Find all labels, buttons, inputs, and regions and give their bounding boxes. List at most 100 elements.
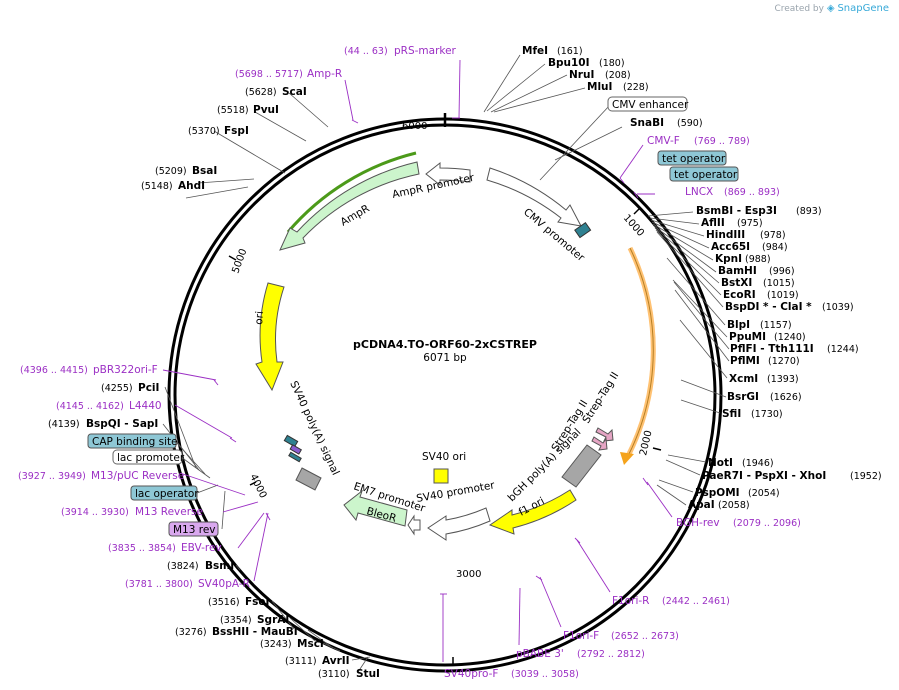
enzyme-bstxi[interactable]: BstXI(1015) bbox=[721, 277, 795, 289]
enzyme-blpi[interactable]: BlpI(1157) bbox=[727, 319, 792, 331]
enzyme-pos: (5148) bbox=[141, 181, 173, 192]
enzyme-pvui[interactable]: (5518)PvuI bbox=[217, 104, 279, 116]
feature-sv40-polya[interactable]: SV40 poly(A) signal bbox=[287, 379, 341, 491]
enzyme-fsei[interactable]: (3516)FseI bbox=[208, 596, 269, 608]
enzyme-avrii[interactable]: (3111)AvrII bbox=[285, 655, 350, 667]
enzyme-hindiii[interactable]: HindIII(978) bbox=[706, 229, 786, 241]
feature-ori[interactable]: ori bbox=[253, 282, 285, 392]
enzyme-scai[interactable]: (5628)ScaI bbox=[245, 86, 307, 98]
box bbox=[168, 521, 219, 537]
feature-cmv-promoter[interactable]: CMV promoter bbox=[486, 167, 587, 264]
enzyme-fspi[interactable]: (5370)FspI bbox=[188, 125, 249, 137]
tick-3000: 3000 bbox=[452, 569, 481, 665]
enzyme-stui[interactable]: (3110)StuI bbox=[318, 668, 380, 680]
primer-pbr322ori-f[interactable]: (4396 .. 4415)pBR322ori-F bbox=[20, 364, 158, 376]
enzyme-pflfi-tth111i[interactable]: PflFI - Tth111I(1244) bbox=[730, 343, 859, 355]
enzyme-bspdi-clai[interactable]: BspDI * - ClaI *(1039) bbox=[725, 301, 854, 313]
primer-name: M13/pUC Reverse bbox=[91, 470, 184, 482]
enzyme-mlui[interactable]: MluI(228) bbox=[587, 81, 649, 93]
enzyme-ppumi[interactable]: PpuMI(1240) bbox=[729, 331, 806, 343]
enzyme-name: PciI bbox=[138, 382, 159, 394]
box bbox=[130, 485, 198, 501]
primer-range: (2442 .. 2461) bbox=[662, 596, 730, 607]
enzyme-name: SnaBI bbox=[630, 117, 664, 129]
enzyme-pos: (3243) bbox=[260, 639, 292, 650]
feature-bgh-polya[interactable]: bGH poly(A) signal bbox=[506, 426, 602, 504]
enzyme-name: AhdI bbox=[178, 180, 205, 192]
enzyme-apai[interactable]: ApaI(2058) bbox=[688, 499, 750, 511]
enzyme-noti[interactable]: NotI(1946) bbox=[708, 457, 774, 469]
enzyme-pflmi[interactable]: PflMI(1270) bbox=[730, 355, 800, 367]
enzyme-mfei[interactable]: MfeI(161) bbox=[522, 45, 583, 57]
enzyme-sfii[interactable]: SfiI(1730) bbox=[722, 408, 783, 420]
feature-sv40-promoter[interactable]: SV40 promoter bbox=[415, 479, 496, 541]
sv40-small-block-c bbox=[288, 451, 302, 463]
primer-range: (3039 .. 3058) bbox=[511, 669, 579, 680]
enzyme-snabi[interactable]: SnaBI(590) bbox=[630, 117, 703, 129]
primer-ebv-rev[interactable]: (3835 .. 3854)EBV-rev bbox=[108, 542, 222, 554]
feature-strep-tag-2[interactable]: Strep-Tag II bbox=[580, 370, 621, 451]
primer-sv40pro-f[interactable]: SV40pro-F(3039 .. 3058) bbox=[444, 668, 579, 680]
enzyme-bsmi[interactable]: (3824)BsmI bbox=[167, 560, 234, 572]
feature-f1-ori[interactable]: f1 ori bbox=[488, 489, 577, 535]
primer-m13-reverse[interactable]: (3914 .. 3930)M13 Reverse bbox=[61, 506, 203, 518]
enzyme-bsshii-maubi[interactable]: (3276)BssHII - MauBI bbox=[175, 626, 298, 638]
feature-box-tet-operator-1[interactable]: tet operator bbox=[657, 150, 727, 166]
enzyme-xcmi[interactable]: XcmI(1393) bbox=[729, 373, 799, 385]
enzyme-bsrgi[interactable]: BsrGI(1626) bbox=[727, 391, 802, 403]
box bbox=[669, 166, 739, 182]
enzyme-pos: (1039) bbox=[822, 302, 854, 313]
enzyme-msci[interactable]: (3243)MscI bbox=[260, 638, 324, 650]
enzyme-sgrai[interactable]: (3354)SgrAI bbox=[220, 614, 289, 626]
primer-cmv-f[interactable]: CMV-F(769 .. 789) bbox=[647, 135, 750, 147]
plasmid-size: 6071 bp bbox=[423, 352, 467, 364]
enzyme-bsai[interactable]: (5209)BsaI bbox=[155, 165, 217, 177]
feature-box-cap-binding-site[interactable]: CAP binding site bbox=[87, 433, 178, 449]
enzyme-acc65i[interactable]: Acc65I(984) bbox=[711, 241, 788, 253]
feature-box-lac-operator[interactable]: lac operator bbox=[130, 485, 199, 501]
enzyme-pos: (3110) bbox=[318, 669, 350, 680]
tick-line bbox=[652, 447, 662, 451]
primer-bgh-rev[interactable]: BGH-rev(2079 .. 2096) bbox=[676, 517, 801, 529]
enzyme-ahdi[interactable]: (5148) AhdI bbox=[141, 180, 205, 192]
enzyme-pos: (4255) bbox=[101, 383, 133, 394]
feature-box-cmv-enhancer[interactable]: CMV enhancer bbox=[607, 96, 689, 112]
primer-range: (3914 .. 3930) bbox=[61, 507, 129, 518]
feature-box-m13-rev[interactable]: M13 rev bbox=[168, 521, 219, 537]
primer-f1ori-f[interactable]: F1ori-F(2652 .. 2673) bbox=[563, 630, 679, 642]
enzyme-pos: (1019) bbox=[767, 290, 799, 301]
primer-sv40pa-r[interactable]: (3781 .. 3800)SV40pA-R bbox=[125, 578, 250, 590]
primer-pbabe-3[interactable]: pBABE 3'(2792 .. 2812) bbox=[516, 648, 645, 660]
primer-lncx[interactable]: LNCX(869 .. 893) bbox=[685, 186, 780, 198]
plasmid-name: pCDNA4.TO-ORF60-2xCSTREP bbox=[353, 338, 537, 351]
enzyme-name: ApaI bbox=[688, 499, 715, 511]
primer-l4440[interactable]: (4145 .. 4162)L4440 bbox=[56, 400, 162, 412]
feature-box-tet-operator-2[interactable]: tet operator bbox=[669, 166, 739, 182]
primer-amp-r[interactable]: (5698 .. 5717)Amp-R bbox=[235, 68, 342, 80]
enzyme-pos: (1952) bbox=[850, 471, 882, 482]
enzyme-pcii[interactable]: (4255) PciI bbox=[101, 382, 159, 394]
enzyme-ecori[interactable]: EcoRI(1019) bbox=[723, 289, 799, 301]
enzyme-bspqi-sapi[interactable]: (4139)BspQI - SapI bbox=[48, 418, 158, 430]
enzyme-kpni[interactable]: KpnI(988) bbox=[715, 253, 771, 265]
enzyme-bpu10i[interactable]: Bpu10I(180) bbox=[548, 57, 625, 69]
primer-name: EBV-rev bbox=[181, 542, 222, 554]
enzyme-nrui[interactable]: NruI(208) bbox=[569, 69, 631, 81]
feature-label: Strep-Tag II bbox=[580, 370, 621, 426]
feature-box-lac-promoter[interactable]: lac promoter bbox=[112, 449, 185, 465]
enzyme-pos: (893) bbox=[796, 206, 822, 217]
enzyme-name: FseI bbox=[245, 596, 269, 608]
enzyme-pspomi[interactable]: PspOMI(2054) bbox=[695, 487, 780, 499]
enzyme-pos: (5209) bbox=[155, 166, 187, 177]
enzyme-paer7i-pspxi-xhoi[interactable]: PaeR7I - PspXI - XhoI(1952) bbox=[702, 470, 882, 482]
enzyme-bsmbi-esp3i[interactable]: BsmBI - Esp3I(893) bbox=[696, 205, 822, 217]
tick-label-1000: 1000 bbox=[621, 213, 646, 239]
primer-prs-marker[interactable]: (44 .. 63)pRS-marker bbox=[344, 45, 457, 57]
primer-m13-puc-reverse[interactable]: (3927 .. 3949)M13/pUC Reverse bbox=[18, 470, 184, 482]
enzyme-name: MluI bbox=[587, 81, 612, 93]
primer-f1ori-r[interactable]: F1ori-R(2442 .. 2461) bbox=[612, 595, 730, 607]
enzyme-aflii[interactable]: AflII(975) bbox=[701, 217, 763, 229]
feature-sv40-ori[interactable]: SV40 ori bbox=[422, 451, 466, 484]
enzyme-bamhi[interactable]: BamHI(996) bbox=[718, 265, 795, 277]
tick-label-4000: 4000 bbox=[247, 472, 268, 500]
